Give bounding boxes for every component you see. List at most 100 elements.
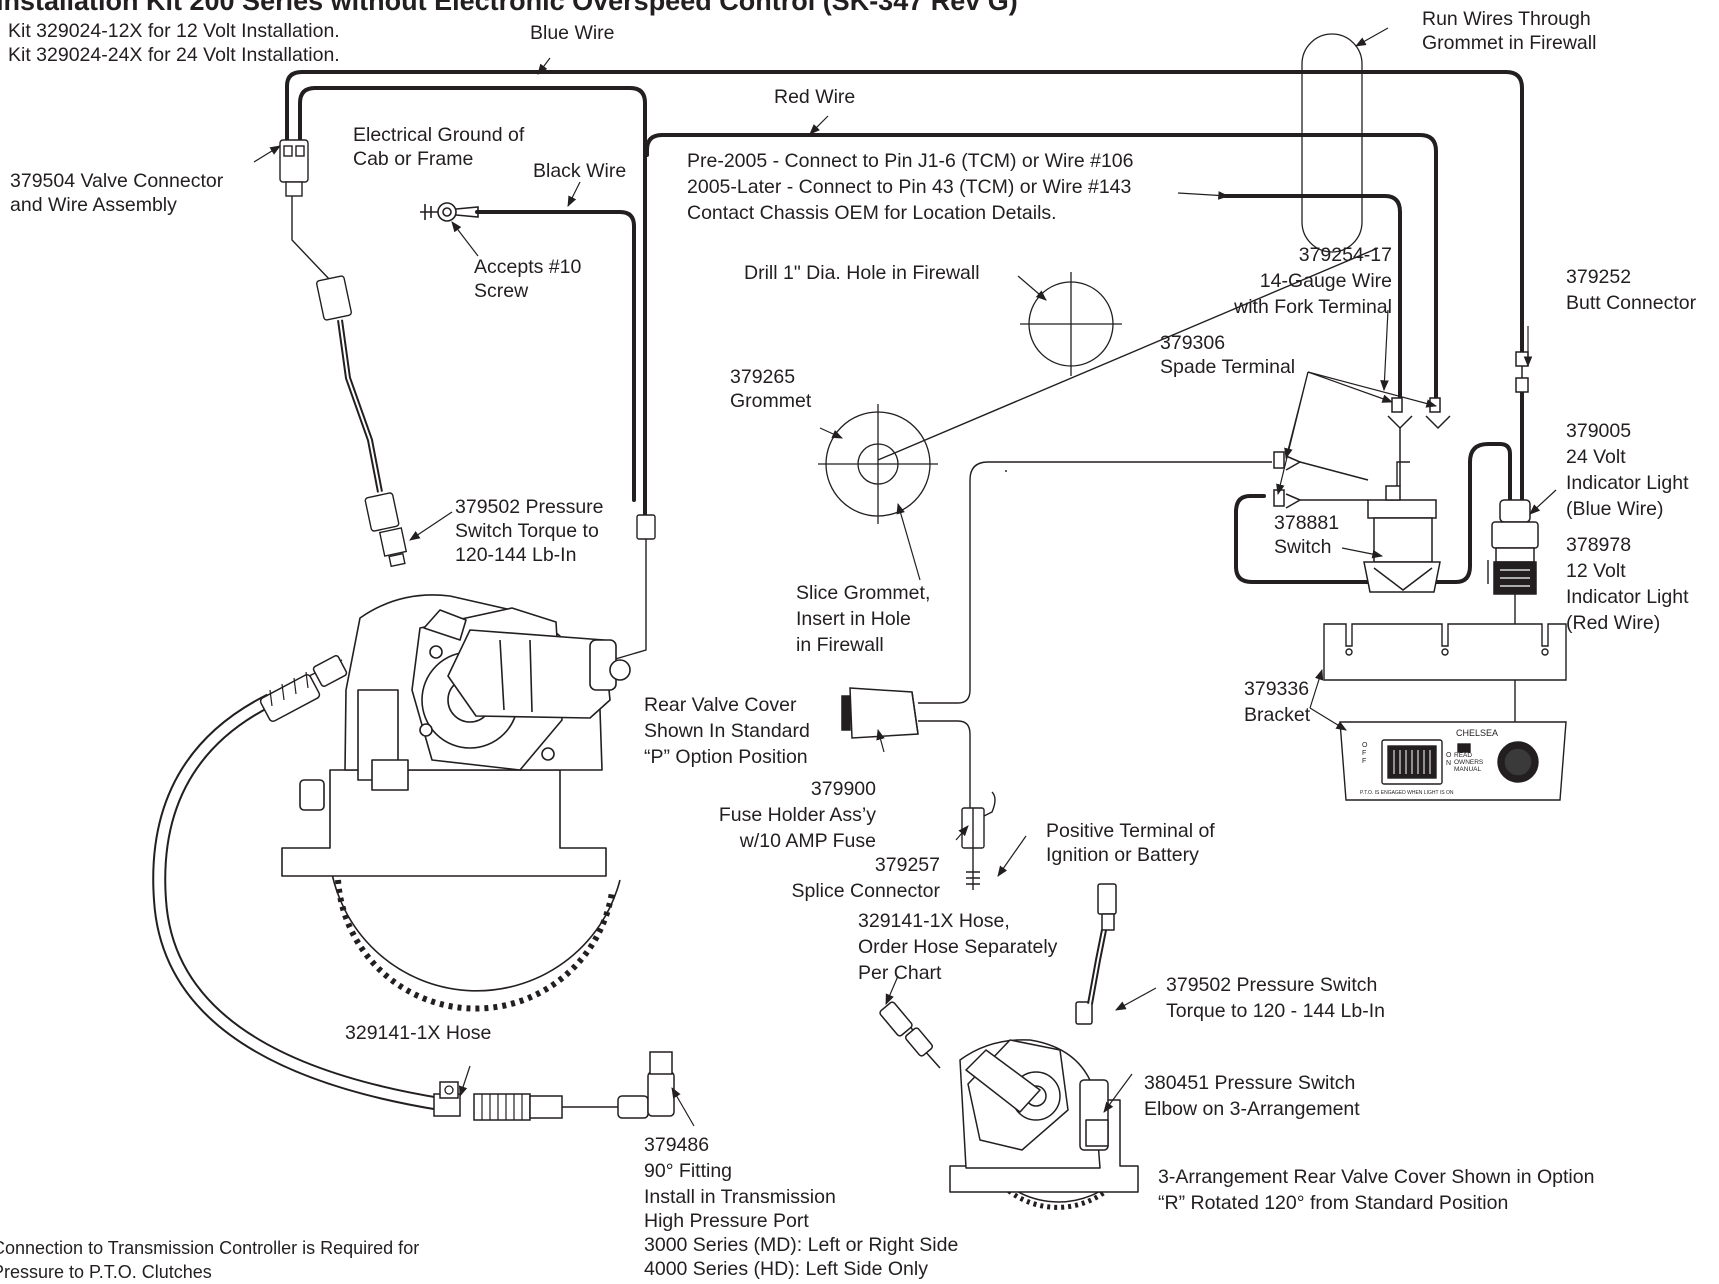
fitting-label-2: 90° Fitting bbox=[644, 1160, 733, 1182]
ground-label-1: Electrical Ground of bbox=[353, 124, 525, 146]
blue-wire bbox=[285, 70, 1524, 354]
fitting-label-6: 4000 Series (HD): Left Side Only bbox=[644, 1258, 928, 1280]
light-24v-label-4: (Blue Wire) bbox=[1566, 498, 1664, 520]
firewall-grommet-note-2: Grommet in Firewall bbox=[1422, 32, 1597, 54]
tcm-wire bbox=[1223, 194, 1402, 400]
butt-connector bbox=[1515, 351, 1529, 393]
kit-24v: Kit 329024-24X for 24 Volt Installation. bbox=[8, 44, 340, 66]
fuse-holder bbox=[841, 687, 919, 739]
switch-wire-loop bbox=[1234, 442, 1512, 584]
positive-terminal-label-2: Ignition or Battery bbox=[1046, 844, 1199, 866]
screw-label-2: Screw bbox=[474, 280, 529, 302]
panel-read-3: MANUAL bbox=[1454, 766, 1482, 773]
firewall-chord bbox=[877, 247, 1379, 461]
panel-engaged-note: P.T.O. IS ENGAGED WHEN LIGHT IS ON bbox=[1360, 790, 1454, 796]
three-arrangement-label-2: “R” Rotated 120° from Standard Position bbox=[1158, 1192, 1509, 1214]
fuse-wire-upper bbox=[918, 461, 1272, 704]
firewall-grommet-slot bbox=[1301, 33, 1363, 253]
pressure-switch-harness bbox=[316, 275, 408, 568]
grommet bbox=[818, 404, 938, 524]
screw-label-1: Accepts #10 bbox=[474, 256, 582, 278]
ground-terminal bbox=[420, 202, 479, 222]
elbow-label-1: 380451 Pressure Switch bbox=[1144, 1072, 1356, 1094]
fork-wire-label-2: 14-Gauge Wire bbox=[1259, 270, 1392, 292]
pressure-switch-bottom-label-2: Torque to 120 - 144 Lb-In bbox=[1166, 1000, 1385, 1022]
elbow-label-2: Elbow on 3-Arrangement bbox=[1144, 1098, 1360, 1120]
indicator-light bbox=[1491, 499, 1539, 595]
spade-terminal-label-1: 379306 bbox=[1160, 332, 1226, 354]
hose-main bbox=[152, 655, 675, 1121]
light-24v-label-1: 379005 bbox=[1566, 420, 1632, 442]
fitting-label-1: 379486 bbox=[644, 1134, 710, 1156]
fork-wire-label-3: with Fork Terminal bbox=[1234, 296, 1392, 318]
panel-read-1: READ bbox=[1454, 752, 1473, 759]
blue-wire-label: Blue Wire bbox=[530, 22, 615, 44]
grommet-label-1: 379265 bbox=[730, 366, 796, 388]
bracket-label-2: Bracket bbox=[1244, 704, 1311, 726]
pressure-switch-top-label-1: 379502 Pressure bbox=[455, 496, 604, 518]
three-arrangement-label-1: 3-Arrangement Rear Valve Cover Shown in … bbox=[1158, 1166, 1595, 1188]
diagram-title: Installation Kit 200 Series without Elec… bbox=[0, 0, 1018, 16]
red-wire bbox=[645, 133, 1438, 400]
panel-off: OFF bbox=[1362, 742, 1368, 765]
slice-grommet-label-2: Insert in Hole bbox=[796, 608, 911, 630]
slice-grommet-label-1: Slice Grommet, bbox=[796, 582, 931, 604]
hose-order-label-3: Per Chart bbox=[858, 962, 942, 984]
bracket-label-1: 379336 bbox=[1244, 678, 1310, 700]
valve-connector bbox=[279, 139, 309, 197]
ground-label-2: Cab or Frame bbox=[353, 148, 474, 170]
grommet-label-2: Grommet bbox=[730, 390, 812, 412]
fuse-wire-lower bbox=[918, 720, 971, 808]
tcm-note-1: Pre-2005 - Connect to Pin J1-6 (TCM) or … bbox=[687, 150, 1134, 172]
light-12v-label-2: 12 Volt bbox=[1566, 560, 1626, 582]
valve-connector-label-2: and Wire Assembly bbox=[10, 194, 177, 216]
footnote-2: Pressure to P.T.O. Clutches bbox=[0, 1262, 212, 1282]
splice-label-2: Splice Connector bbox=[791, 880, 941, 902]
switch-panel bbox=[1339, 721, 1567, 801]
switch-label-1: 378881 bbox=[1274, 512, 1340, 534]
switch-label-2: Switch bbox=[1274, 536, 1332, 558]
tcm-note-2: 2005-Later - Connect to Pin 43 (TCM) or … bbox=[687, 176, 1132, 198]
light-24v-label-2: 24 Volt bbox=[1566, 446, 1626, 468]
light-12v-label-3: Indicator Light bbox=[1566, 586, 1689, 608]
panel-on: ON bbox=[1446, 752, 1452, 767]
drill-hole-label: Drill 1" Dia. Hole in Firewall bbox=[744, 262, 980, 284]
drill-hole bbox=[1020, 272, 1122, 376]
bracket bbox=[1323, 623, 1567, 681]
firewall-grommet-note-1: Run Wires Through bbox=[1422, 8, 1591, 30]
rocker-switch bbox=[1273, 397, 1451, 593]
light-24v-label-3: Indicator Light bbox=[1566, 472, 1689, 494]
rear-valve-cover-label-1: Rear Valve Cover bbox=[644, 694, 797, 716]
butt-connector-label-1: 379252 bbox=[1566, 266, 1632, 288]
black-wire-label: Black Wire bbox=[533, 160, 627, 182]
light-12v-label-1: 378978 bbox=[1566, 534, 1632, 556]
splice-label-1: 379257 bbox=[874, 854, 940, 876]
pressure-switch-top-label-2: Switch Torque to bbox=[455, 520, 599, 542]
kit-12v: Kit 329024-12X for 12 Volt Installation. bbox=[8, 20, 340, 42]
footnote-1: Connection to Transmission Controller is… bbox=[0, 1238, 420, 1258]
pressure-switch-top-label-3: 120-144 Lb-In bbox=[455, 544, 577, 566]
pressure-switch-bottom-label-1: 379502 Pressure Switch bbox=[1166, 974, 1378, 996]
fuse-holder-label-3: w/10 AMP Fuse bbox=[739, 830, 876, 852]
panel-brand: CHELSEA bbox=[1456, 728, 1499, 738]
red-wire-loop bbox=[298, 86, 647, 517]
butt-connector-label-2: Butt Connector bbox=[1566, 292, 1697, 314]
splice-connector bbox=[961, 791, 996, 890]
panel-read-2: OWNERS bbox=[1454, 759, 1484, 766]
slice-grommet-label-3: in Firewall bbox=[796, 634, 884, 656]
tcm-note-3: Contact Chassis OEM for Location Details… bbox=[687, 202, 1057, 224]
pto-pump-main bbox=[281, 594, 631, 1012]
fitting-label-3: Install in Transmission bbox=[644, 1186, 836, 1208]
hose-label: 329141-1X Hose bbox=[345, 1022, 492, 1044]
hose-order-label-1: 329141-1X Hose, bbox=[858, 910, 1010, 932]
red-wire-label: Red Wire bbox=[774, 86, 856, 108]
rear-valve-cover-label-3: “P” Option Position bbox=[644, 746, 808, 768]
light-12v-label-4: (Red Wire) bbox=[1566, 612, 1661, 634]
fuse-holder-label-2: Fuse Holder Ass’y bbox=[718, 804, 876, 826]
fitting-label-4: High Pressure Port bbox=[644, 1210, 809, 1232]
rear-valve-cover-label-2: Shown In Standard bbox=[644, 720, 810, 742]
pto-pump-three-arrangement bbox=[879, 883, 1139, 1210]
hose-order-label-2: Order Hose Separately bbox=[858, 936, 1058, 958]
black-wire bbox=[475, 210, 636, 502]
